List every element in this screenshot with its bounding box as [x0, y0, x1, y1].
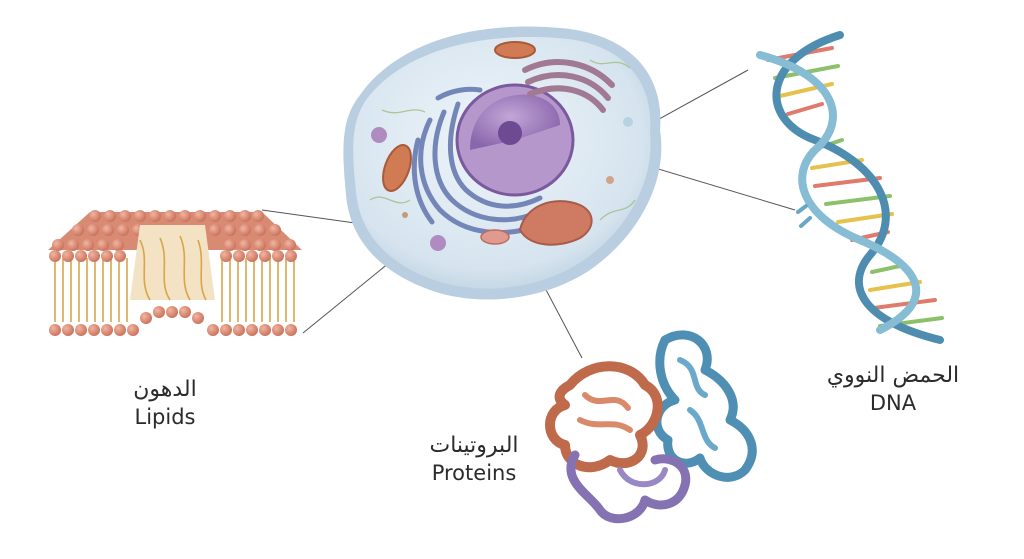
- lysosome: [518, 200, 593, 246]
- dna-backbone-2: [756, 51, 921, 334]
- lipids-label-english: Lipids: [134, 404, 196, 429]
- proteins-label-english: Proteins: [431, 460, 517, 485]
- dna-label: الحمض النووي DNA: [808, 362, 978, 416]
- bilayer-cutaway: [130, 225, 215, 300]
- nucleolus: [498, 121, 522, 145]
- proteins-label: البروتينات Proteins: [404, 432, 544, 486]
- lipids-label-arabic: الدهون: [133, 377, 197, 402]
- vesicles: [371, 117, 633, 251]
- dna-label-arabic: الحمض النووي: [826, 363, 960, 388]
- lipid-bilayer-illustration: [48, 210, 302, 336]
- lipids-label: الدهون Lipids: [95, 376, 235, 430]
- dna-helix-illustration: [756, 31, 944, 344]
- protein-blue-helix: [677, 357, 718, 451]
- endoplasmic-reticulum: [411, 86, 543, 236]
- protein-orange-domain: [545, 361, 663, 473]
- protein-illustration: [545, 330, 757, 524]
- bilayer-front-heads: [49, 250, 297, 336]
- proteins-label-arabic: البروتينات: [429, 433, 519, 458]
- golgi-apparatus: [522, 59, 615, 113]
- dna-backbone-1: [772, 31, 944, 344]
- mitochondria: [382, 41, 536, 245]
- dna-label-english: DNA: [869, 390, 917, 415]
- protein-purple-loop: [566, 450, 691, 524]
- bilayer-tails: [54, 235, 295, 322]
- protein-blue-domain: [652, 330, 757, 482]
- cell-illustration: [343, 26, 662, 300]
- protein-purple-coil: [617, 467, 668, 488]
- dna-fragments: [796, 204, 812, 228]
- bilayer-top-heads: [52, 210, 296, 251]
- protein-orange-strands: [577, 392, 633, 433]
- cytoskeleton: [369, 59, 636, 221]
